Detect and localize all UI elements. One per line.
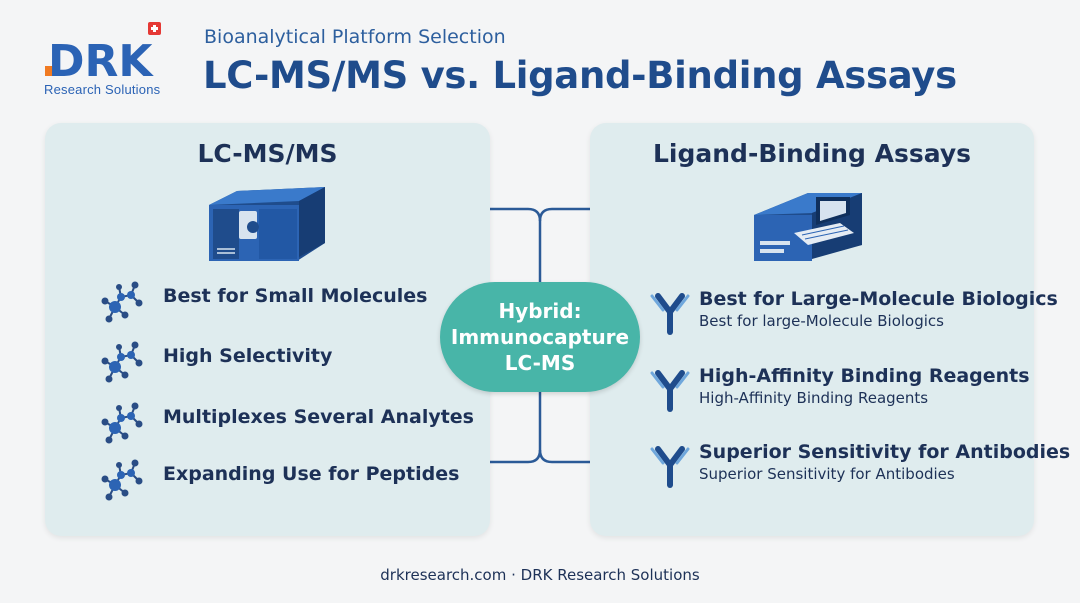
molecule-icon	[95, 277, 145, 327]
hybrid-badge: Hybrid: Immunocapture LC-MS	[440, 282, 640, 392]
lcms-panel-title: LC-MS/MS	[197, 139, 338, 168]
page-subtitle: Bioanalytical Platform Selection	[204, 26, 506, 48]
lcms-panel: LC-MS/MS Best for Small Molecules High S…	[45, 123, 490, 536]
page-title: LC-MS/MS vs. Ligand-Binding Assays	[203, 54, 957, 97]
lcms-item-label: Best for Small Molecules	[163, 285, 428, 307]
hybrid-line: Immunocapture	[450, 325, 630, 349]
drk-logo-mark: DRK	[45, 22, 161, 82]
lcms-item: Multiplexes Several Analytes	[45, 396, 490, 446]
lba-item: High-Affinity Binding Reagents High-Affi…	[590, 363, 1034, 413]
lcms-item: High Selectivity	[45, 335, 490, 385]
antibody-icon	[648, 288, 692, 336]
lba-panel: Ligand-Binding Assays Best for Large-Mol…	[590, 123, 1070, 536]
antibody-icon	[648, 365, 692, 413]
plate-reader-icon	[750, 185, 865, 269]
footer-text: drkresearch.com · DRK Research Solutions	[380, 566, 700, 584]
lba-item-sub: Best for large-Molecule Biologics	[699, 312, 944, 330]
molecule-icon	[95, 455, 145, 505]
lba-item-label: Best for Large-Molecule Biologics	[699, 288, 1058, 310]
lba-item-label: High-Affinity Binding Reagents	[699, 365, 1030, 387]
lba-panel-title: Ligand-Binding Assays	[652, 139, 971, 168]
lba-item-label: Superior Sensitivity for Antibodies	[699, 441, 1071, 463]
hybrid-line: LC-MS	[504, 351, 576, 375]
lcms-item: Best for Small Molecules	[45, 275, 490, 325]
lba-item: Superior Sensitivity for Antibodies Supe…	[590, 439, 1070, 489]
lba-item-sub: Superior Sensitivity for Antibodies	[699, 465, 955, 483]
lba-item-sub: High-Affinity Binding Reagents	[699, 389, 929, 407]
logo-subtitle: Research Solutions	[44, 82, 161, 97]
lba-item: Best for Large-Molecule Biologics Best f…	[590, 286, 1058, 336]
logo-text: DRK	[48, 36, 154, 82]
lcms-item-label: Multiplexes Several Analytes	[163, 406, 474, 428]
hybrid-line: Hybrid:	[498, 299, 582, 323]
antibody-icon	[648, 441, 692, 489]
lcms-item-label: Expanding Use for Peptides	[163, 463, 460, 485]
mass-spectrometer-icon	[205, 177, 330, 269]
lcms-item: Expanding Use for Peptides	[45, 453, 490, 503]
molecule-icon	[95, 337, 145, 387]
lcms-item-label: High Selectivity	[163, 345, 333, 367]
drk-logo: DRK Research Solutions	[44, 22, 174, 102]
molecule-icon	[95, 398, 145, 448]
